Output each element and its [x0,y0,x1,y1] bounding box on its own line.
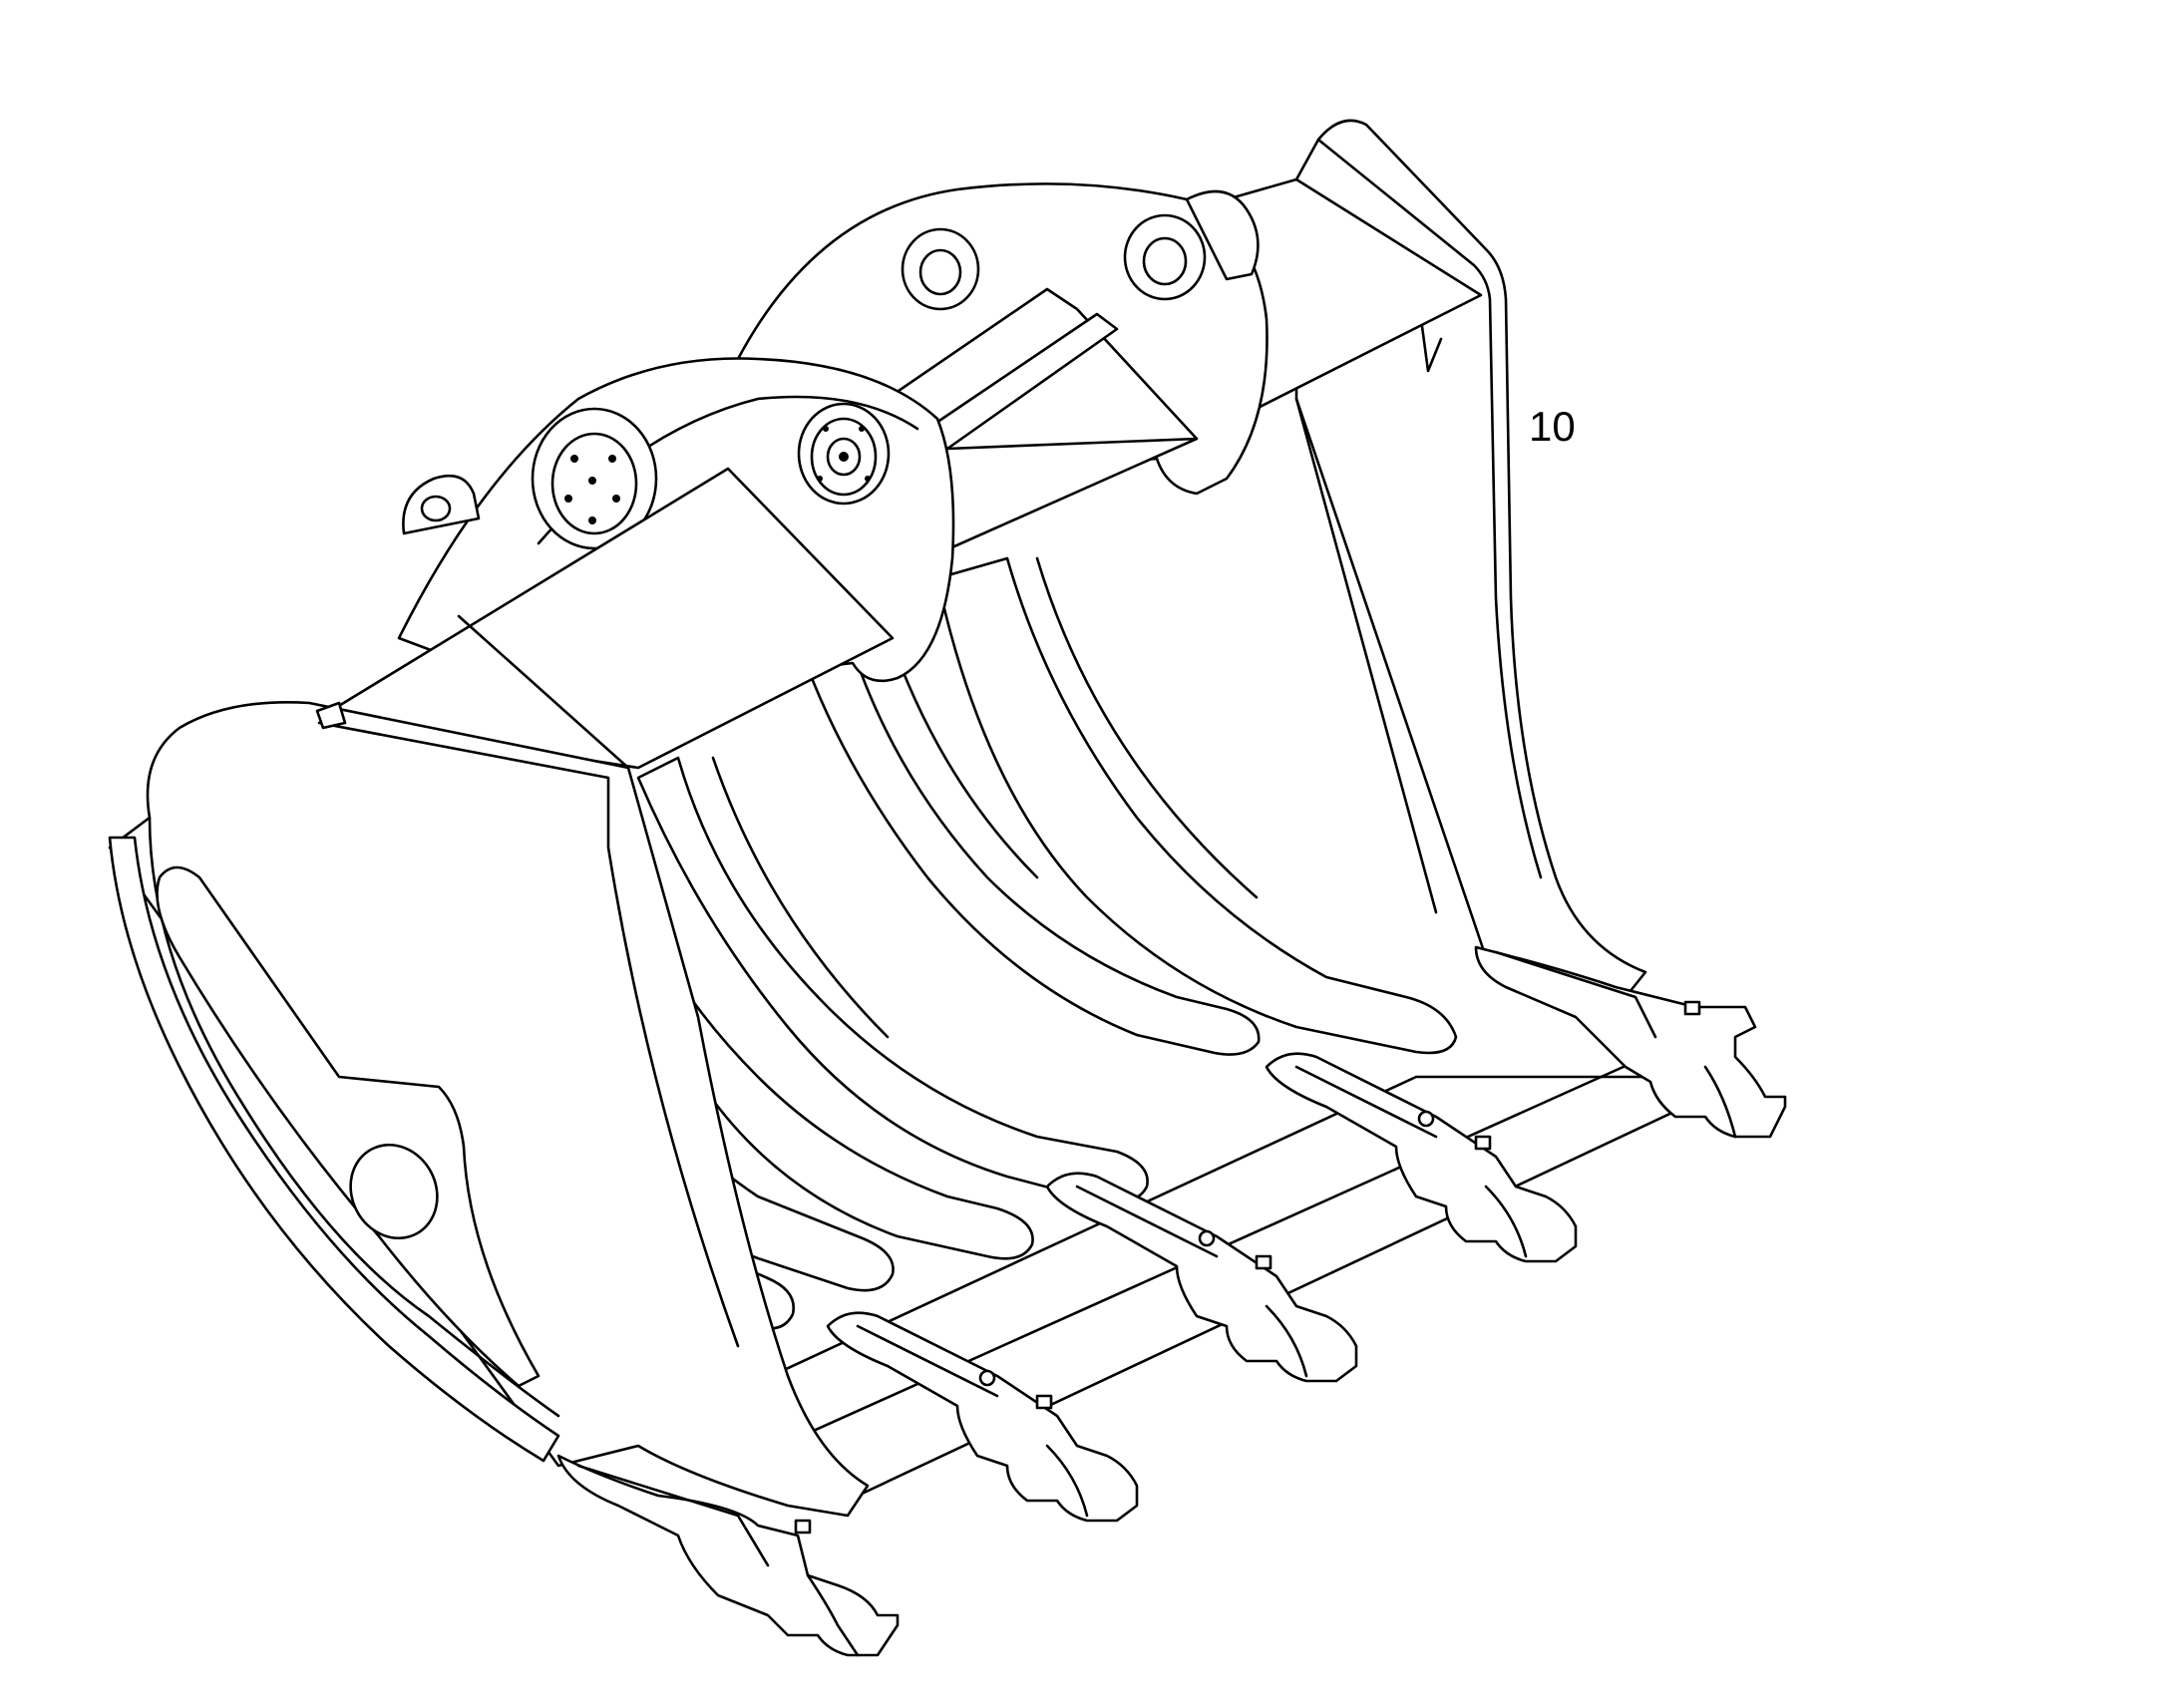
tooth-2 [826,1311,1139,1523]
callout-label-10: 10 [1529,403,1576,450]
tooth-5 [1474,945,1787,1139]
tooth-1 [556,1454,900,1657]
tooth-4 [1265,1052,1578,1263]
lifting-eye [402,474,481,535]
pin-end-caps [531,402,891,550]
tooth-3 [1045,1172,1358,1383]
bucket-teeth [556,945,1787,1657]
left-side-plate [108,701,870,1518]
